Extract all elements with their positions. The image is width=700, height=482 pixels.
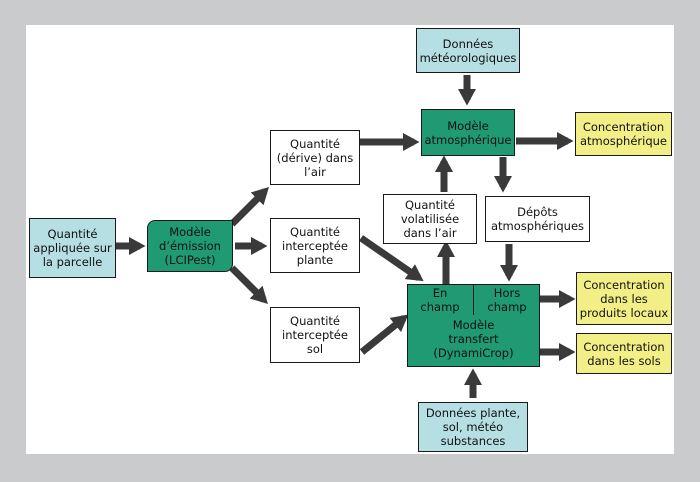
quantite-interceptee-plante-box: Quantité interceptée plante (270, 218, 360, 273)
modele-transfert-label: Modèle transfert (DynamiCrop) (433, 318, 514, 360)
concentration-atmospherique-box: Concentration atmosphérique (575, 112, 672, 156)
quantite-volatilisee-box: Quantité volatilisée dans l’air (383, 194, 477, 244)
arrow-soil-to-transfer (359, 314, 409, 355)
hors-champ-label: Hors champ (487, 286, 527, 314)
arrow-emission-to-soil (229, 265, 268, 304)
arrow-plant-to-transfer (359, 235, 424, 282)
concentration-sols-box: Concentration dans les sols (576, 333, 672, 374)
transfert-divider (473, 285, 474, 315)
arrow-emission-to-drift (229, 187, 269, 227)
depots-atmospheriques-box: Dépôts atmosphériques (485, 196, 590, 242)
quantite-interceptee-sol-box: Quantité interceptée sol (270, 307, 360, 363)
quantite-appliquee-box: Quantité appliquée sur la parcelle (29, 218, 116, 278)
donnees-plante-sol-box: Données plante, sol, météo substances (418, 402, 528, 452)
donnees-meteo-box: Données météorologiques (416, 28, 520, 73)
modele-emission-box: Modèle d’émission (LCIPest) (147, 220, 233, 272)
modele-transfert-box: En champ Hors champ Modèle transfert (Dy… (407, 284, 540, 367)
modele-atmospherique-box: Modèle atmosphérique (421, 109, 515, 156)
concentration-produits-locaux-box: Concentration dans les produits locaux (576, 272, 672, 325)
quantite-derive-air-box: Quantité (dérive) dans l’air (270, 130, 360, 185)
en-champ-label: En champ (420, 286, 460, 314)
